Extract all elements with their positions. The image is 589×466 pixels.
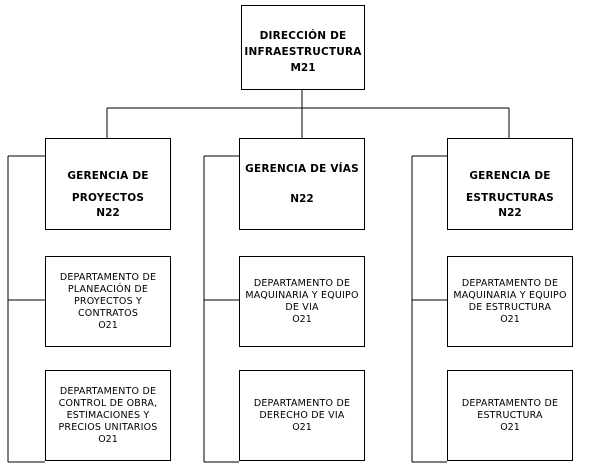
box-depto-estructura: DEPARTAMENTO DE ESTRUCTURA O21 [447,370,573,461]
box-title: DEPARTAMENTO DE DERECHO DE VIA [253,397,351,421]
box-title: GERENCIA DE ESTRUCTURAS [466,170,554,204]
box-gerencia-vias: GERENCIA DE VÍAS N22 [239,138,365,230]
box-title: DEPARTAMENTO DE MAQUINARIA Y EQUIPO DE V… [245,277,359,313]
box-depto-maquinaria-via: DEPARTAMENTO DE MAQUINARIA Y EQUIPO DE V… [239,256,365,347]
box-depto-planeacion: DEPARTAMENTO DE PLANEACIÓN DE PROYECTOS … [45,256,171,347]
box-gerencia-proyectos: GERENCIA DE PROYECTOS N22 [45,138,171,230]
box-depto-maquinaria-estructura: DEPARTAMENTO DE MAQUINARIA Y EQUIPO DE E… [447,256,573,347]
box-code: O21 [292,313,312,325]
box-code: N22 [96,207,120,219]
box-title: DEPARTAMENTO DE ESTRUCTURA [461,397,559,421]
box-title: GERENCIA DE VÍAS [245,163,359,175]
box-title: DEPARTAMENTO DE CONTROL DE OBRA, ESTIMAC… [58,385,158,433]
box-code: O21 [98,319,118,331]
box-depto-control-obra: DEPARTAMENTO DE CONTROL DE OBRA, ESTIMAC… [45,370,171,461]
box-direccion: DIRECCIÓN DE INFRAESTRUCTURA M21 [241,5,365,90]
box-code: O21 [500,313,520,325]
box-gerencia-estructuras: GERENCIA DE ESTRUCTURAS N22 [447,138,573,230]
box-code: N22 [290,193,314,205]
box-depto-derecho-via: DEPARTAMENTO DE DERECHO DE VIA O21 [239,370,365,461]
box-code: O21 [500,421,520,433]
box-code: O21 [292,421,312,433]
box-title: DIRECCIÓN DE INFRAESTRUCTURA [244,30,362,58]
box-title: DEPARTAMENTO DE MAQUINARIA Y EQUIPO DE E… [453,277,567,313]
box-title: GERENCIA DE PROYECTOS [67,170,149,204]
box-title: DEPARTAMENTO DE PLANEACIÓN DE PROYECTOS … [59,271,157,319]
box-code: M21 [290,62,316,74]
box-code: N22 [498,207,522,219]
box-code: O21 [98,433,118,445]
